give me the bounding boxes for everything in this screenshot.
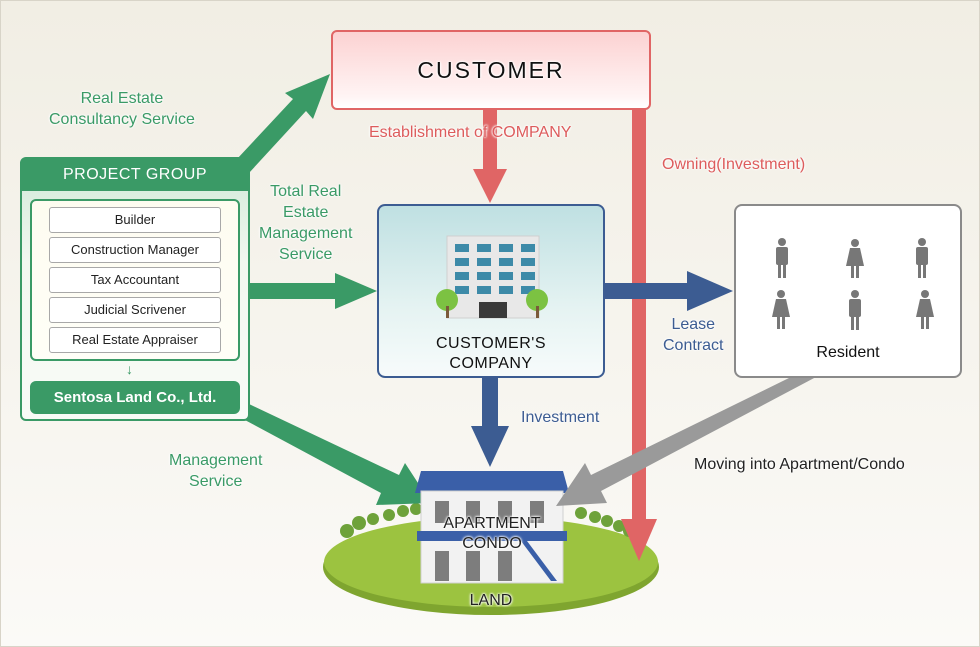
arrow-down-icon: ↓ <box>126 361 133 377</box>
customer-box: CUSTOMER <box>331 30 651 110</box>
member-construction-manager: Construction Manager <box>49 237 221 263</box>
customers-company-box: CUSTOMER'S COMPANY <box>377 204 605 378</box>
label-moving: Moving into Apartment/Condo <box>694 456 905 473</box>
arrow-establishment <box>473 109 507 203</box>
member-tax-accountant: Tax Accountant <box>49 267 221 293</box>
arrow-moving-in <box>556 377 816 506</box>
member-judicial-scrivener: Judicial Scrivener <box>49 297 221 323</box>
resident-label: Resident <box>816 344 880 361</box>
label-total-management: Total Real Estate Management Service <box>259 183 353 263</box>
member-real-estate-appraiser: Real Estate Appraiser <box>49 327 221 353</box>
person-female-icon <box>772 290 790 329</box>
trees <box>340 503 635 538</box>
label-lease: Lease Contract <box>663 316 724 354</box>
arrow-consultancy <box>237 74 330 173</box>
arrow-lease <box>604 271 733 311</box>
project-group-box: PROJECT GROUP Builder Construction Manag… <box>20 157 250 421</box>
label-management: Management Service <box>169 452 263 490</box>
land-label: LAND <box>469 592 513 609</box>
apartment-label: APARTMENT CONDO <box>443 515 541 552</box>
resident-box: Resident <box>734 204 962 378</box>
arrow-total-management <box>249 273 377 309</box>
project-group-title: PROJECT GROUP <box>22 159 248 191</box>
label-establishment: Establishment of COMPANY <box>369 124 572 141</box>
office-building-icon <box>436 235 548 319</box>
arrow-owning <box>621 109 657 561</box>
sentosa-land-label: Sentosa Land Co., Ltd. <box>30 381 240 414</box>
member-builder: Builder <box>49 207 221 233</box>
customer-label: CUSTOMER <box>417 56 565 83</box>
person-female-icon <box>846 239 864 278</box>
person-male-icon <box>849 290 861 330</box>
person-male-icon <box>916 238 928 278</box>
customers-company-label: CUSTOMER'S COMPANY <box>436 335 546 372</box>
apartment-building <box>415 471 569 584</box>
label-investment: Investment <box>521 409 600 426</box>
label-consultancy: Real Estate Consultancy Service <box>49 90 195 128</box>
person-female-icon <box>916 290 934 329</box>
project-group-members: Builder Construction Manager Tax Account… <box>30 199 240 361</box>
arrow-management <box>243 404 431 505</box>
arrow-investment <box>471 378 509 467</box>
resident-people <box>772 238 934 330</box>
person-male-icon <box>776 238 788 278</box>
label-owning: Owning(Investment) <box>662 156 806 173</box>
